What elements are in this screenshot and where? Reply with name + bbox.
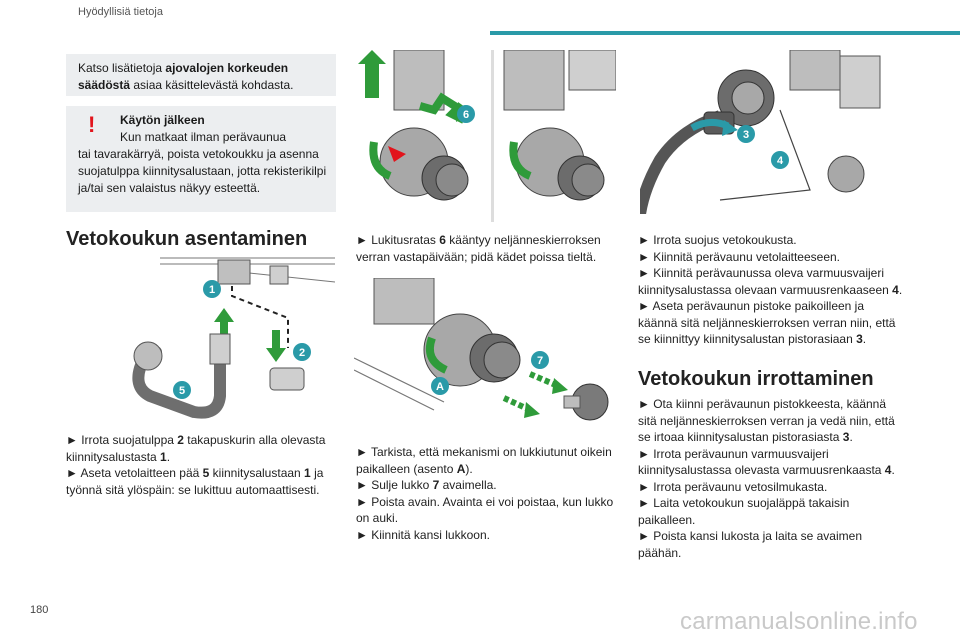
section-title-install: Vetokoukun asentaminen bbox=[66, 228, 308, 250]
section-title-remove: Vetokoukun irrottaminen bbox=[638, 368, 874, 390]
figure-label: 5 bbox=[179, 385, 185, 397]
trailer-plug-illustration: 3 4 bbox=[640, 50, 902, 214]
towbar-install-illustration: 1 2 5 bbox=[120, 256, 335, 424]
exclamation-icon: ! bbox=[88, 112, 96, 137]
step-item: ► Kiinnitä perävaunussa oleva varmuusvai… bbox=[638, 266, 903, 297]
step-item: ► Sulje lukko 7 avaimella. bbox=[356, 478, 497, 492]
step-item: ► Poista avain. Avainta ei voi poistaa, … bbox=[356, 494, 614, 526]
step-item: ► Poista kansi lukosta ja laita se avaim… bbox=[638, 529, 862, 560]
watermark: carmanualsonline.info bbox=[680, 608, 918, 635]
step-item: ► Irrota perävaunu vetosilmukasta. bbox=[638, 479, 828, 494]
remove-steps: ► Ota kiinni perävaunun pistokkeesta, kä… bbox=[638, 396, 904, 561]
header-accent-bar bbox=[490, 31, 960, 35]
warning-note: ! Käytön jälkeen Kun matkaat ilman peräv… bbox=[66, 106, 336, 212]
step-item: ► Aseta perävaunun pistoke paikoilleen j… bbox=[638, 299, 896, 346]
step-item: ► Ota kiinni perävaunun pistokkeesta, kä… bbox=[638, 397, 895, 444]
step-item: ► Lukitusratas 6 kääntyy neljänneskierro… bbox=[356, 233, 601, 264]
step-item: ► Irrota perävaunun varmuusvaijeri kiinn… bbox=[638, 446, 895, 478]
step-item: ► Irrota suojus vetokoukusta. bbox=[638, 233, 797, 247]
step-item: ► Kiinnitä kansi lukkoon. bbox=[356, 527, 490, 542]
figure-label: 4 bbox=[777, 155, 784, 167]
step-item: ► Aseta vetolaitteen pää 5 kiinnitysalus… bbox=[66, 466, 324, 497]
lock-cover-illustration: 7 A bbox=[354, 278, 616, 428]
warning-title: Käytön jälkeen bbox=[120, 113, 205, 127]
figure-label: 3 bbox=[743, 129, 749, 141]
figure-label: A bbox=[436, 381, 444, 393]
warning-line: Kun matkaat ilman perävaunua bbox=[120, 130, 287, 144]
step-item: ► Kiinnitä perävaunu vetolaitteeseen. bbox=[638, 249, 841, 264]
install-steps: ► Irrota suojatulppa 2 takapuskurin alla… bbox=[66, 432, 338, 498]
step-item: ► Laita vetokoukun suojaläppä takaisin p… bbox=[638, 496, 850, 527]
figure-label: 6 bbox=[463, 109, 469, 121]
info-note: Katso lisätietoja ajovalojen korkeuden s… bbox=[66, 54, 336, 96]
lock-wheel-illustration: 6 bbox=[354, 50, 616, 222]
figure-label: 2 bbox=[299, 347, 305, 359]
info-note-text: Katso lisätietoja ajovalojen korkeuden s… bbox=[78, 61, 294, 92]
figure-label: 1 bbox=[209, 284, 215, 296]
step-item: ► Irrota suojatulppa 2 takapuskurin alla… bbox=[66, 433, 326, 464]
running-header: Hyödyllisiä tietoja bbox=[78, 6, 163, 18]
step-item: ► Tarkista, että mekanismi on lukkiutunu… bbox=[356, 445, 612, 476]
warning-text: tai tavarakärryä, poista vetokoukku ja a… bbox=[78, 147, 327, 195]
connect-steps: ► Irrota suojus vetokoukusta. ► Kiinnitä… bbox=[638, 232, 904, 348]
figure-label: 7 bbox=[537, 355, 543, 367]
lock-check-steps: ► Tarkista, että mekanismi on lukkiutunu… bbox=[356, 444, 618, 543]
lock-step: ► Lukitusratas 6 kääntyy neljänneskierro… bbox=[356, 232, 614, 265]
page-number: 180 bbox=[30, 604, 49, 616]
